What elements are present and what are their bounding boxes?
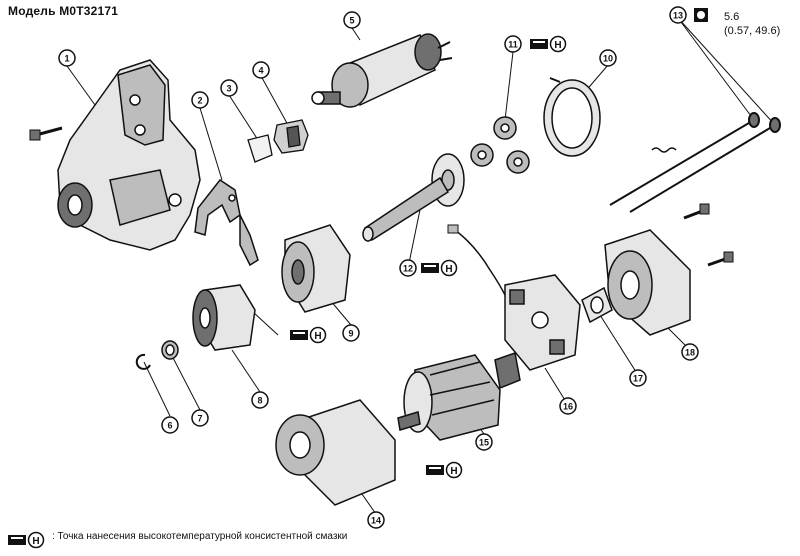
svg-text:7: 7 <box>197 414 202 424</box>
callout-5: 5 <box>343 11 361 29</box>
callout-10: 10 <box>599 49 617 67</box>
callout-4: 4 <box>252 61 270 79</box>
shift-lever <box>194 178 259 267</box>
svg-text:5: 5 <box>349 16 354 26</box>
svg-text:1: 1 <box>64 54 69 64</box>
rubber-insert <box>273 119 309 154</box>
torque-value: 5.6 <box>724 11 740 23</box>
callout-17: 17 <box>629 369 647 387</box>
callout-1: 1 <box>58 49 76 67</box>
svg-text:16: 16 <box>563 402 573 412</box>
callout-6: 6 <box>161 416 179 434</box>
svg-text:18: 18 <box>685 348 695 358</box>
callout-11: 11 <box>504 35 522 53</box>
callout-12: 12 <box>399 259 417 277</box>
rear-cover <box>604 229 691 336</box>
callout-18: 18 <box>681 343 699 361</box>
callout-14: 14 <box>367 511 385 529</box>
legend: : Точка нанесения высокотемпературной ко… <box>8 531 347 542</box>
plate <box>247 134 273 163</box>
callout-9: 9 <box>342 324 360 342</box>
svg-text:2: 2 <box>197 96 202 106</box>
svg-text:H: H <box>450 466 457 477</box>
pinion-shaft <box>362 153 465 242</box>
svg-text:11: 11 <box>508 40 518 50</box>
torque-wrench-icon <box>694 8 708 22</box>
torque-spec: 5.6 (0.57, 49.6) <box>724 10 780 38</box>
svg-text:15: 15 <box>479 438 489 448</box>
cover-ring <box>543 77 601 157</box>
pinion-gear <box>192 284 256 351</box>
callout-8: 8 <box>251 391 269 409</box>
svg-text:H: H <box>445 264 452 275</box>
svg-text:12: 12 <box>403 264 413 274</box>
svg-text:4: 4 <box>258 66 263 76</box>
svg-text:10: 10 <box>603 54 613 64</box>
svg-text:9: 9 <box>348 329 353 339</box>
screws <box>683 203 734 267</box>
svg-text:H: H <box>554 40 561 51</box>
svg-text:8: 8 <box>257 396 262 406</box>
svg-text:17: 17 <box>633 374 643 384</box>
svg-text:14: 14 <box>371 516 381 526</box>
grease-mark-letters: H H H H H <box>32 40 561 547</box>
svg-text:6: 6 <box>167 421 172 431</box>
front-housing <box>29 59 201 251</box>
magnetic-switch <box>311 33 453 108</box>
callout-7: 7 <box>191 409 209 427</box>
callout-15: 15 <box>475 433 493 451</box>
callout-13: 13 <box>669 6 687 24</box>
snap-ring <box>135 353 151 370</box>
stop-ring <box>161 340 179 360</box>
brush-holder <box>447 224 581 371</box>
internal-gear <box>281 224 351 313</box>
through-bolts <box>609 112 781 213</box>
torque-units: (0.57, 49.6) <box>724 25 781 37</box>
callout-3: 3 <box>220 79 238 97</box>
washer <box>581 286 613 324</box>
small-spring <box>651 147 677 153</box>
armature <box>397 352 521 441</box>
yoke <box>275 399 396 506</box>
svg-text:H: H <box>32 536 39 547</box>
svg-text:13: 13 <box>673 11 683 21</box>
svg-text:3: 3 <box>226 84 231 94</box>
callout-2: 2 <box>191 91 209 109</box>
callout-16: 16 <box>559 397 577 415</box>
planetary-gears <box>470 116 530 174</box>
model-title: Модель М0Т32171 <box>8 4 119 18</box>
legend-text: : Точка нанесения высокотемпературной ко… <box>52 531 348 542</box>
svg-text:H: H <box>314 331 321 342</box>
